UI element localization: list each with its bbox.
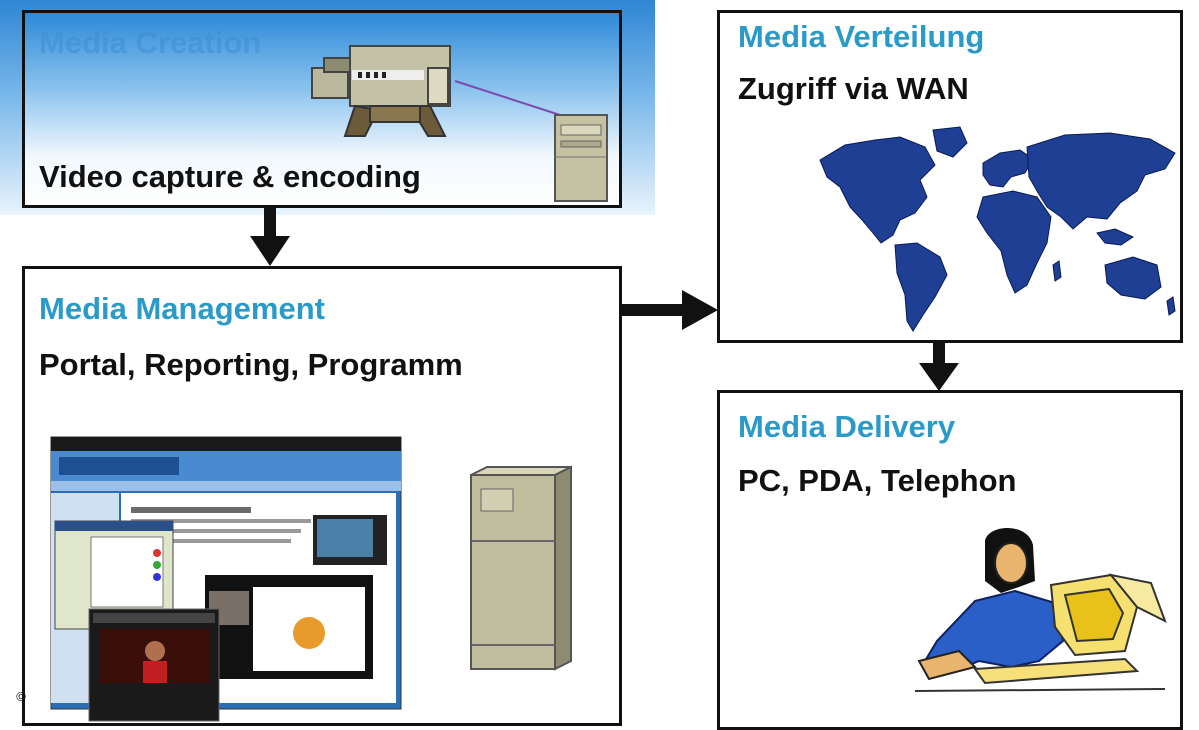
media-management-box: Media Management Portal, Reporting, Prog…	[22, 266, 622, 726]
media-creation-subtitle: Video capture & encoding	[39, 159, 421, 194]
media-delivery-subtitle: PC, PDA, Telephon	[738, 463, 1017, 498]
media-management-title: Media Management	[39, 291, 325, 326]
media-creation-box: Media Creation Video capture & encoding	[22, 10, 622, 208]
media-verteilung-subtitle: Zugriff via WAN	[738, 71, 969, 106]
copyright-mark: ©	[16, 689, 26, 704]
media-verteilung-title: Media Verteilung	[738, 19, 985, 54]
video-camera-icon	[311, 45, 451, 137]
server-icon	[470, 465, 572, 671]
world-map-icon	[819, 126, 1176, 332]
server-icon	[554, 114, 608, 202]
portal-screenshot-icon	[50, 436, 402, 722]
media-delivery-box: Media Delivery PC, PDA, Telephon	[717, 390, 1183, 730]
media-creation-title: Media Creation	[39, 25, 262, 60]
arrow-management-to-verteilung	[622, 290, 718, 330]
person-at-computer-icon	[914, 528, 1167, 692]
arrow-verteilung-to-delivery	[919, 343, 959, 391]
arrow-creation-to-management	[250, 208, 290, 266]
media-management-subtitle: Portal, Reporting, Programm	[39, 347, 463, 382]
media-delivery-title: Media Delivery	[738, 409, 956, 444]
media-verteilung-box: Media Verteilung Zugriff via WAN	[717, 10, 1183, 343]
camera-cable	[454, 80, 561, 116]
